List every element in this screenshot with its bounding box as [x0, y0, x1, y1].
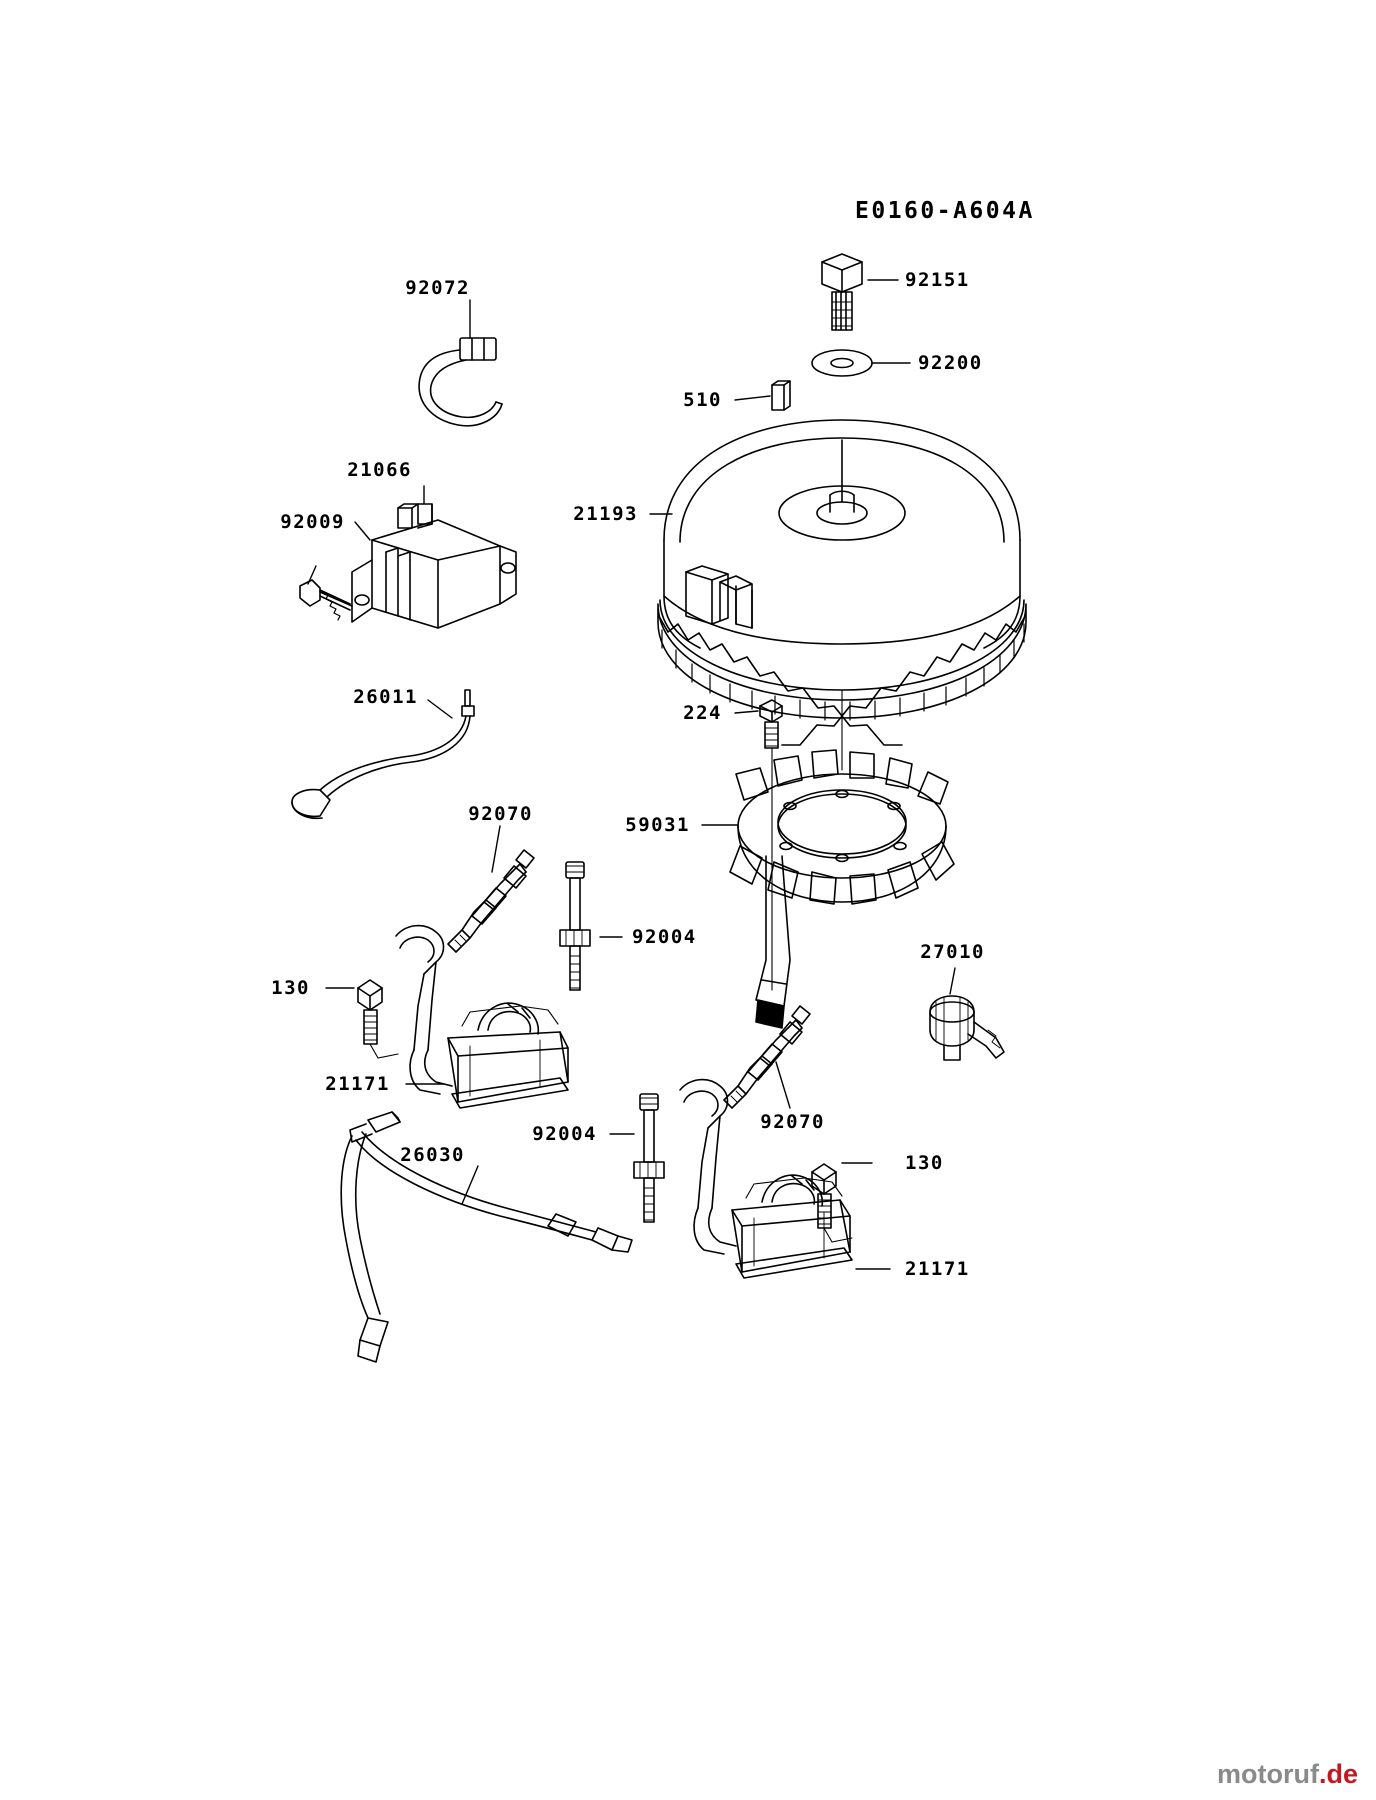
part-130-bolt-upper	[357, 979, 383, 1045]
callout-59031: 59031	[625, 814, 690, 836]
watermark-tld: .de	[1318, 1759, 1358, 1789]
callout-26030: 26030	[400, 1144, 465, 1166]
part-21171-coil-upper	[369, 924, 569, 1109]
part-59031-stator	[729, 749, 955, 1029]
part-92070-plug-lower	[723, 1005, 811, 1109]
site-watermark: motoruf.de	[1217, 1759, 1358, 1790]
part-21193-flywheel	[657, 419, 1027, 746]
callout-92070-lower: 92070	[760, 1111, 825, 1133]
callout-130-lower: 130	[905, 1152, 944, 1174]
part-92004-stud-upper	[559, 861, 591, 991]
callout-21193: 21193	[573, 503, 638, 525]
part-224-screw	[759, 699, 783, 749]
callout-21066: 21066	[347, 459, 412, 481]
part-92151-bolt	[821, 253, 863, 331]
part-27010-switch	[929, 995, 1005, 1061]
callout-21171-lower: 21171	[905, 1258, 970, 1280]
callout-224: 224	[683, 702, 722, 724]
part-21171-coil-lower	[679, 1078, 853, 1279]
callout-92004-lower: 92004	[532, 1123, 597, 1145]
callout-92072: 92072	[405, 277, 470, 299]
part-92009-screw	[299, 579, 353, 621]
callout-130-upper: 130	[271, 977, 310, 999]
callout-510: 510	[683, 389, 722, 411]
part-92004-stud-lower	[633, 1093, 665, 1223]
callout-27010: 27010	[920, 941, 985, 963]
watermark-name: motoruf	[1217, 1759, 1319, 1789]
part-21066-regulator	[351, 503, 517, 629]
callout-26011: 26011	[353, 686, 418, 708]
callout-92151: 92151	[905, 269, 970, 291]
callout-92070-upper: 92070	[468, 803, 533, 825]
part-26030-harness	[340, 1111, 633, 1363]
callout-92004-upper: 92004	[632, 926, 697, 948]
part-92070-plug-upper	[447, 849, 535, 953]
callout-92009: 92009	[280, 511, 345, 533]
callout-21171-upper: 21171	[325, 1073, 390, 1095]
part-92200-washer	[811, 349, 873, 377]
part-510-key	[771, 380, 791, 411]
diagram-code: E0160-A604A	[855, 198, 1035, 224]
part-92072-grommet	[418, 337, 503, 427]
part-26011-lead	[291, 689, 475, 820]
callout-92200: 92200	[918, 352, 983, 374]
